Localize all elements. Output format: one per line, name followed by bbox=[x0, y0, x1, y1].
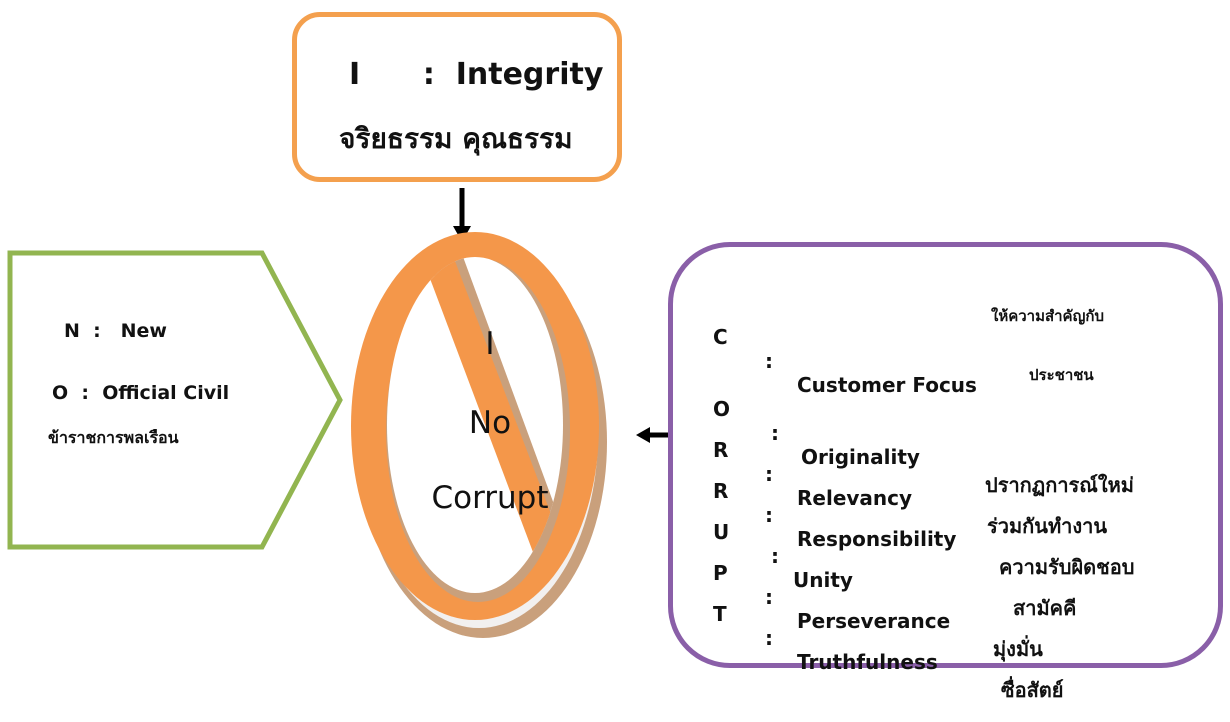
integrity-label: I : Integrity bbox=[349, 57, 604, 92]
official-civil-label: O : Official Civil bbox=[52, 382, 230, 404]
new-official-pentagon bbox=[7, 250, 343, 550]
no-corrupt-sign-icon bbox=[351, 232, 607, 638]
acronym-row-u: U : Unity สามัคคี bbox=[713, 520, 1077, 620]
center-letter: I bbox=[485, 326, 495, 362]
acronym-row-r2: R : Responsibility ความรับผิดชอบ bbox=[713, 479, 1135, 579]
center-corrupt: Corrupt bbox=[431, 480, 549, 516]
acronym-row-p: P : Perseverance มุ่งมั่น bbox=[713, 561, 1043, 661]
integrity-box: I : Integrity จริยธรรม คุณธรรม bbox=[292, 12, 622, 182]
center-no: No bbox=[468, 405, 512, 441]
acronym-row-r1: R : Relevancy ร่วมกันทำงาน bbox=[713, 438, 1108, 538]
acronym-row-t: T : Truthfulness ซื่อสัตย์ bbox=[713, 602, 1064, 702]
integrity-thai-label: จริยธรรม คุณธรรม bbox=[339, 122, 573, 155]
acronym-row-c-cont: ประชาชน bbox=[1029, 366, 1094, 384]
new-label: N : New bbox=[64, 320, 167, 342]
official-civil-thai-label: ข้าราชการพลเรือน bbox=[48, 428, 179, 447]
acronym-row-c: C : Customer Focus ให้ความสำคัญกับ bbox=[713, 307, 1104, 397]
acronym-row-o: O : Originality ปรากฏการณ์ใหม่ bbox=[713, 397, 1134, 497]
corrupt-acronym-box: C : Customer Focus ให้ความสำคัญกับ ประชา… bbox=[668, 242, 1223, 702]
